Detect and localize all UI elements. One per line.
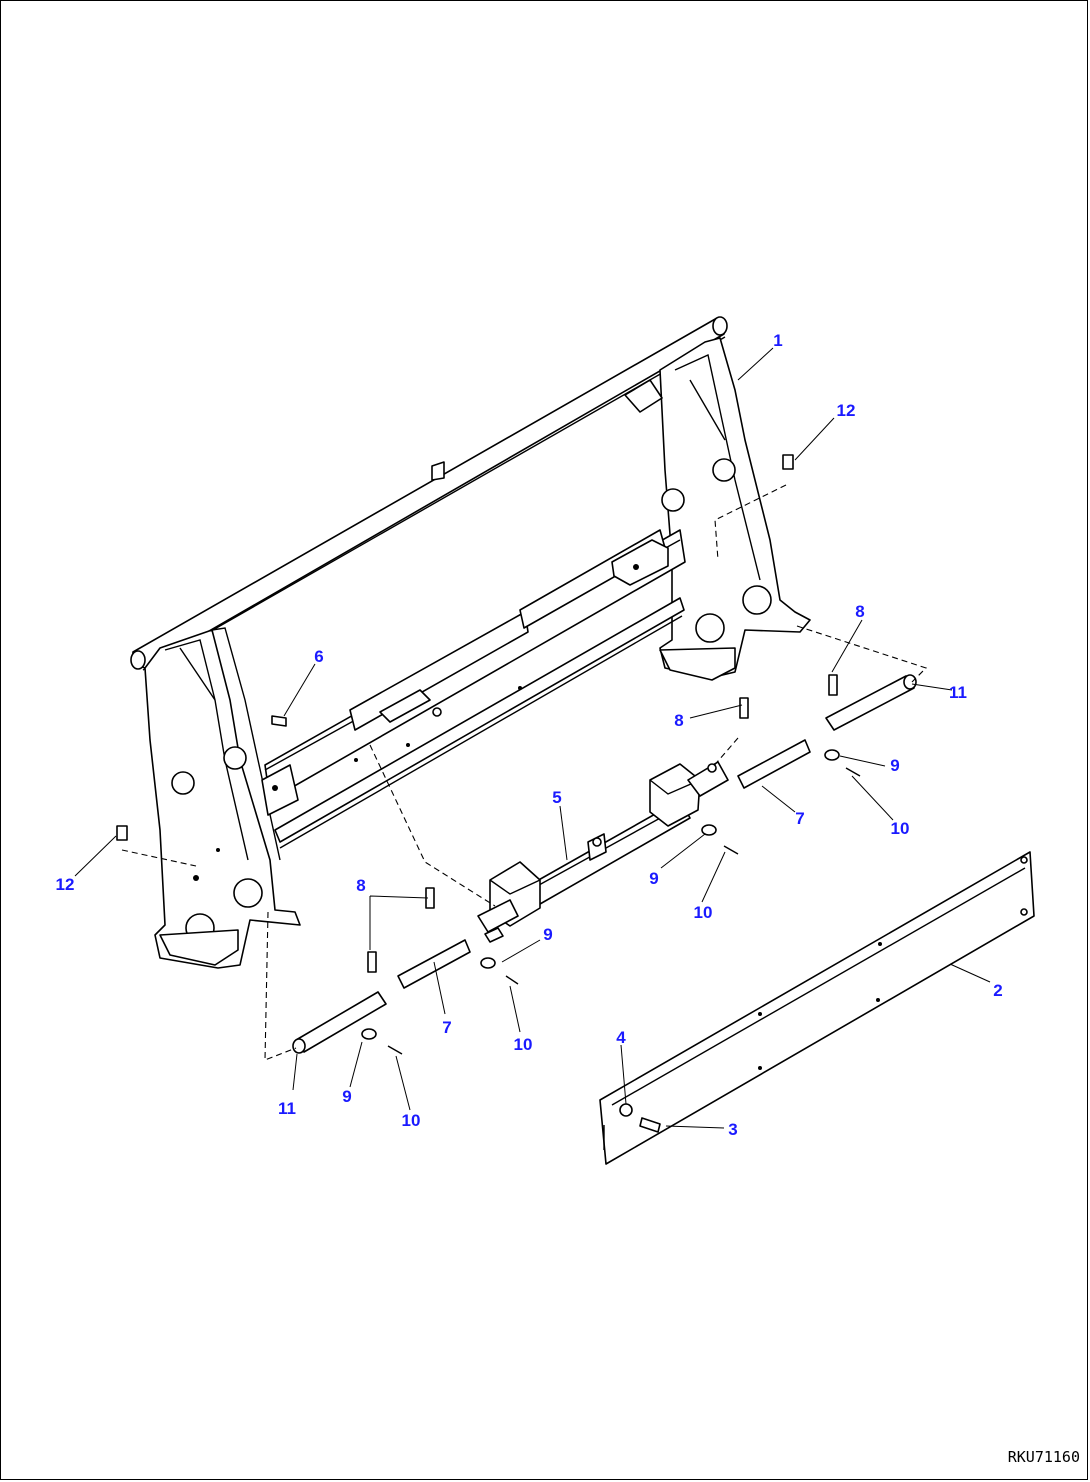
center-shaft	[477, 761, 729, 943]
callout-8-mid: 8	[674, 711, 683, 730]
callout-9-mid-left: 9	[543, 925, 552, 944]
callout-9-right: 9	[890, 756, 899, 775]
callout-10-right: 10	[891, 819, 910, 838]
callout-10-left: 10	[402, 1111, 421, 1130]
callout-1: 1	[773, 331, 782, 350]
callout-7-left: 7	[442, 1018, 451, 1037]
callout-3: 3	[728, 1120, 737, 1139]
assembly-lines	[121, 484, 928, 1061]
callout-12-left: 12	[56, 875, 75, 894]
callout-11-left: 11	[278, 1099, 296, 1118]
callout-8-left: 8	[356, 876, 365, 895]
callout-9-mid-right: 9	[649, 869, 658, 888]
callout-11-right: 11	[949, 683, 967, 702]
callout-2: 2	[993, 981, 1002, 1000]
callout-12-right: 12	[837, 401, 856, 420]
cover-plate	[599, 851, 1035, 1165]
callout-9-left: 9	[342, 1087, 351, 1106]
callout-4: 4	[616, 1028, 626, 1047]
drawing-code: RKU71160	[1008, 1448, 1080, 1466]
callout-6: 6	[314, 647, 323, 666]
callout-10-mid-right: 10	[694, 903, 713, 922]
coupler-frame	[130, 316, 811, 969]
callout-labels: 1 12 11 8 8 9 7 10 9 10 5 6 12 8 9 7 10 …	[56, 331, 1003, 1139]
callout-8-right: 8	[855, 602, 864, 621]
callout-7-right: 7	[795, 809, 804, 828]
leader-lines	[74, 347, 991, 1129]
callout-5: 5	[552, 788, 561, 807]
callout-10-mid-left: 10	[514, 1035, 533, 1054]
